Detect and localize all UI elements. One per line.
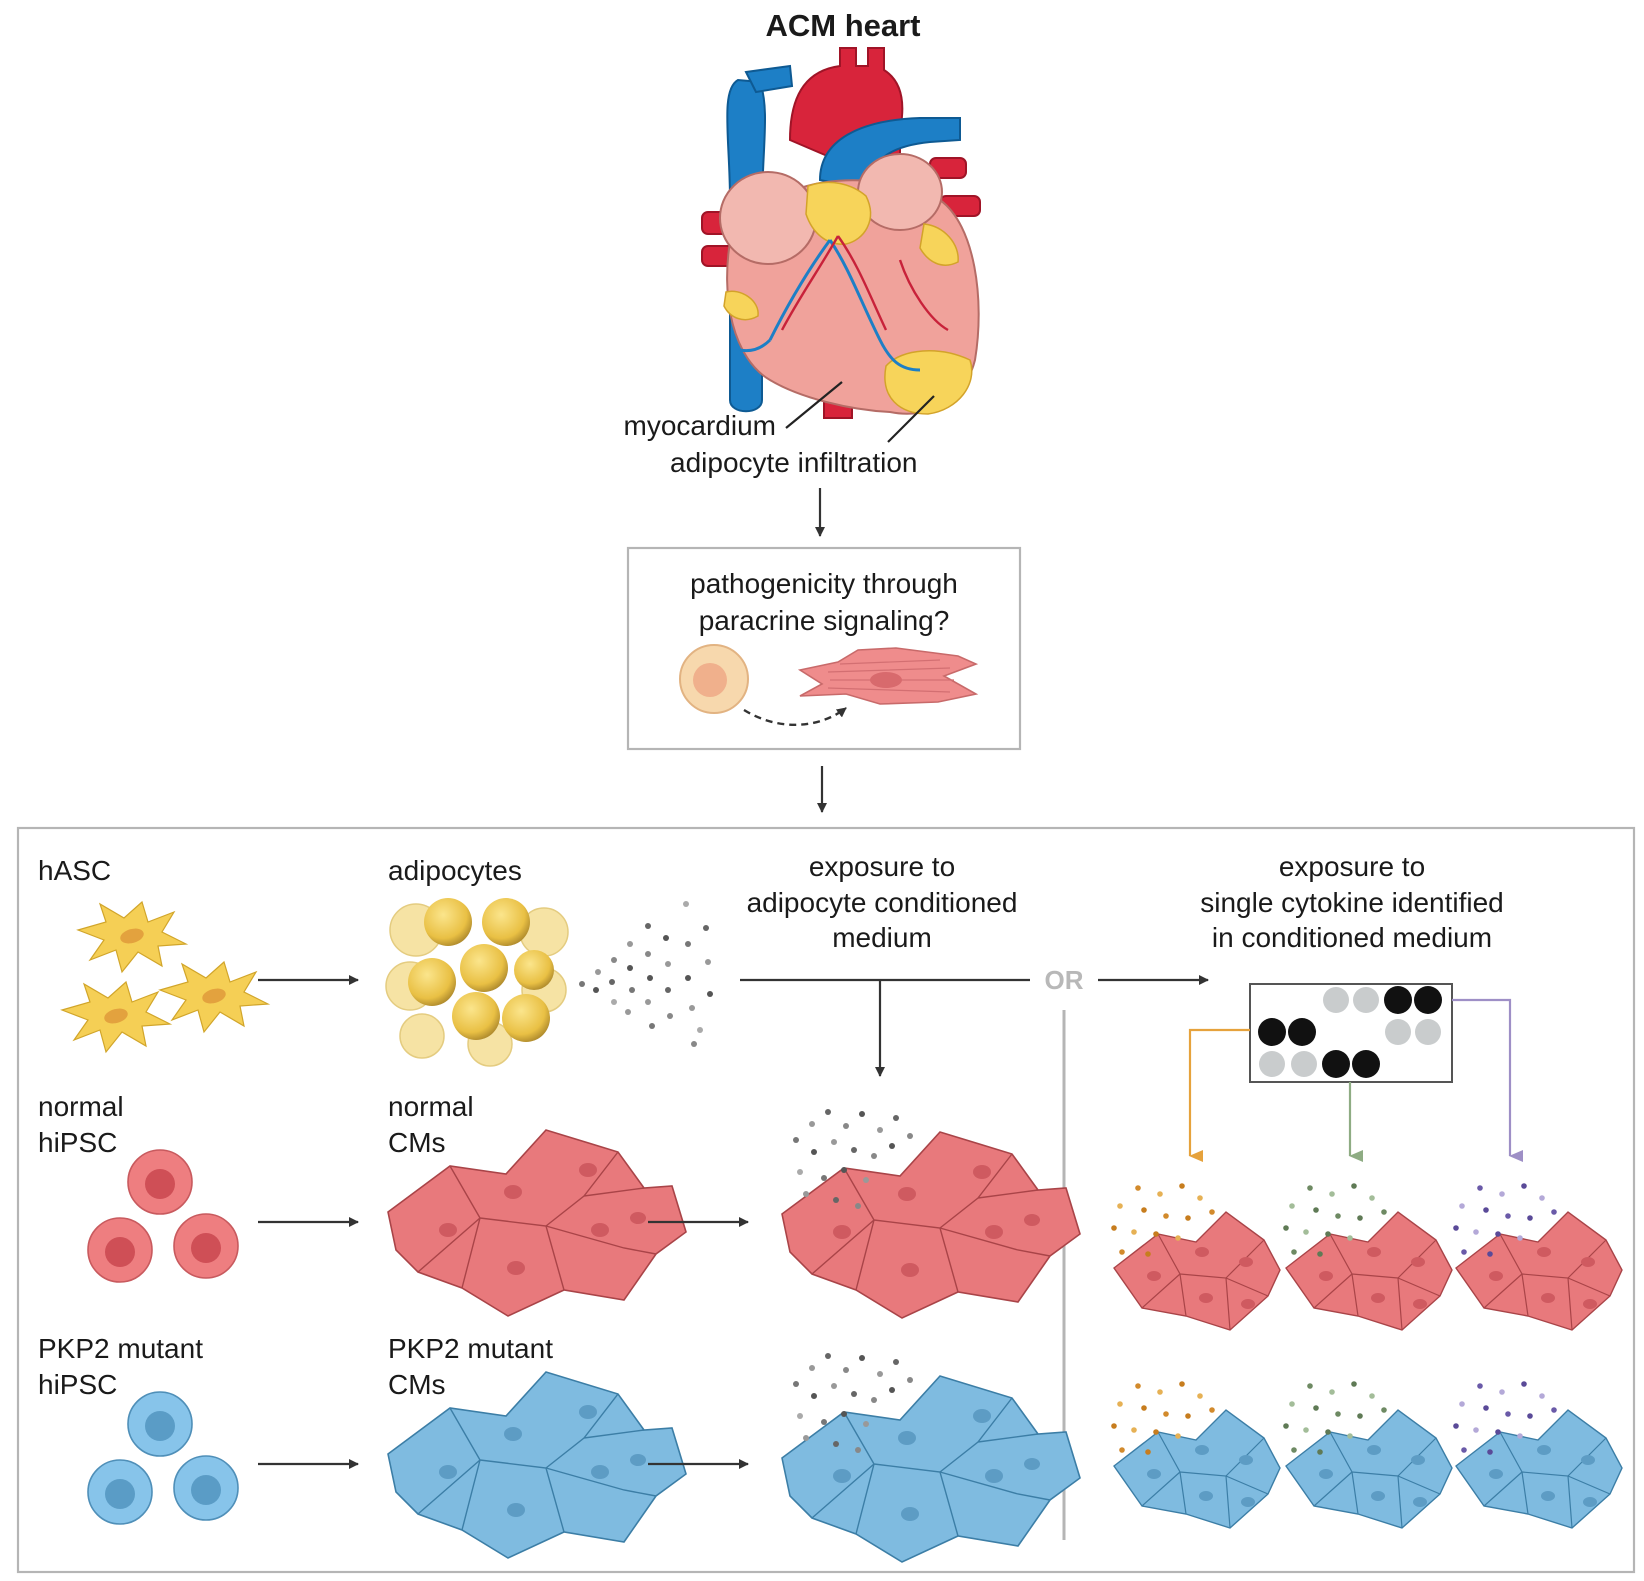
arrow-cytokine-orange [1188, 1028, 1250, 1162]
adipocyte-cell-icon [679, 644, 749, 714]
pkp2-cms-green-cytokine [1283, 1381, 1453, 1529]
pkp2-hipsc-label-2: hiPSC [38, 1369, 117, 1400]
cardiomyocyte-icon [797, 647, 979, 705]
cytokine-line-2: single cytokine identified [1200, 887, 1504, 918]
normal-cms-purple-cytokine [1453, 1183, 1623, 1331]
normal-cms-green-cytokine [1283, 1183, 1453, 1331]
cytokine-line-1: exposure to [1279, 851, 1425, 882]
pkp2-cms-label-1: PKP2 mutant [388, 1333, 553, 1364]
paracrine-dashed-arrow [743, 707, 847, 727]
or-label: OR [1045, 965, 1084, 995]
question-box [626, 546, 1022, 751]
conditioned-medium-line-3: medium [832, 922, 932, 953]
normal-hipsc-label-1: normal [38, 1091, 124, 1122]
question-line-1: pathogenicity through [690, 568, 958, 599]
secreted-factors-dots [579, 901, 713, 1047]
normal-cms-label-2: CMs [388, 1127, 446, 1158]
pkp2-hipsc-label-1: PKP2 mutant [38, 1333, 203, 1364]
adipocyte-pointer [887, 395, 935, 443]
adipocyte-cluster-illustration [385, 898, 569, 1067]
normal-cms-orange-cytokine [1111, 1183, 1281, 1331]
normal-hipsc-cells [87, 1149, 239, 1283]
normal-cms-label-1: normal [388, 1091, 474, 1122]
hasc-cells-illustration [61, 901, 269, 1053]
experiment-frame [16, 826, 1636, 1574]
normal-cms-exposed [781, 1109, 1081, 1319]
pkp2-cms-exposed [781, 1353, 1081, 1563]
pkp2-cms-purple-cytokine [1453, 1381, 1623, 1529]
question-line-2: paracrine signaling? [699, 605, 950, 636]
arrow-cytokine-purple [1452, 998, 1523, 1162]
heart-illustration [701, 47, 981, 419]
pkp2-hipsc-cells [87, 1391, 239, 1525]
adipocyte-infiltration-label: adipocyte infiltration [670, 447, 917, 478]
cytokine-array [1249, 983, 1453, 1083]
diagram-title: ACM heart [765, 8, 920, 43]
normal-hipsc-label-2: hiPSC [38, 1127, 117, 1158]
conditioned-medium-line-2: adipocyte conditioned [747, 887, 1018, 918]
myocardium-pointer [785, 381, 843, 429]
conditioned-medium-line-1: exposure to [809, 851, 955, 882]
hasc-label: hASC [38, 855, 111, 886]
pkp2-cms-orange-cytokine [1111, 1381, 1281, 1529]
cytokine-line-3: in conditioned medium [1212, 922, 1492, 953]
myocardium-label: myocardium [624, 410, 776, 441]
pkp2-cms-label-2: CMs [388, 1369, 446, 1400]
adipocytes-label: adipocytes [388, 855, 522, 886]
